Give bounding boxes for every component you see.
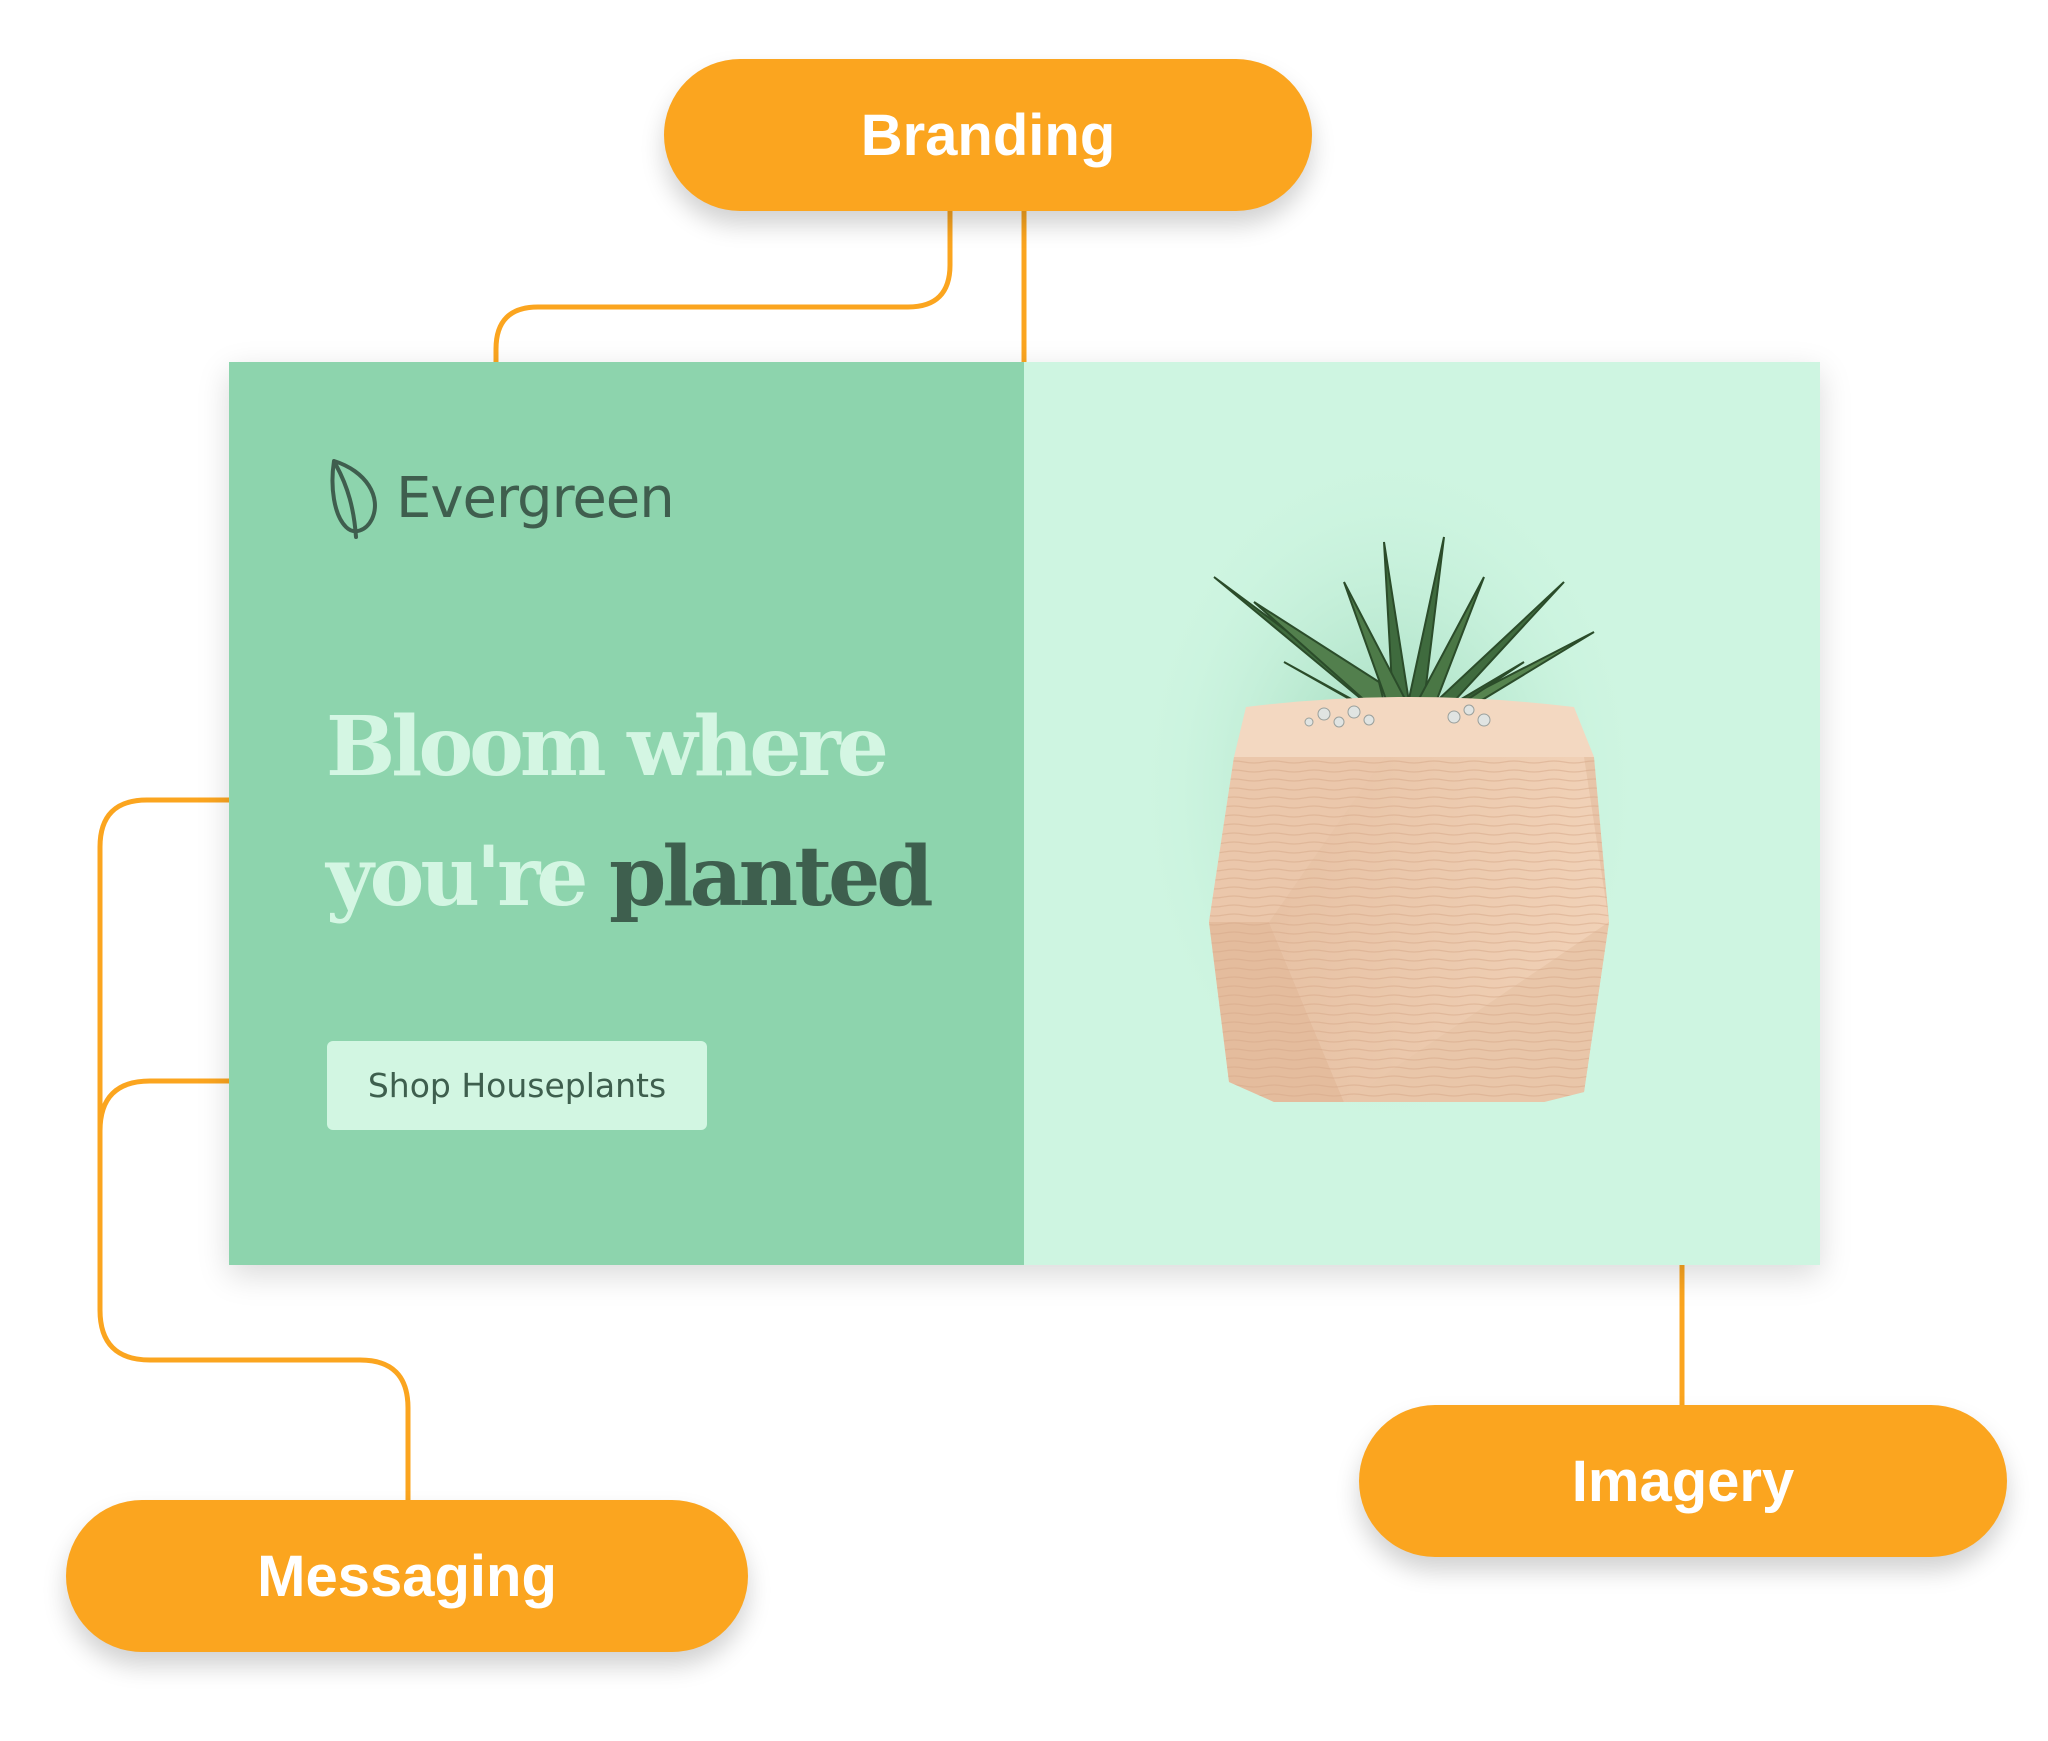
headline-accent: planted [609, 829, 934, 925]
banner-image-panel [1024, 362, 1820, 1265]
brand-name: Evergreen [396, 465, 675, 531]
leaf-icon [330, 459, 377, 539]
banner-text-panel: Evergreen Bloom where you're planted Sho… [229, 362, 1024, 1265]
headline-light: Bloom where you're [326, 699, 889, 925]
messaging-callout: Messaging [66, 1500, 748, 1652]
headline: Bloom where you're planted [326, 682, 1006, 942]
shop-houseplants-button[interactable]: Shop Houseplants [327, 1041, 707, 1130]
branding-callout: Branding [664, 59, 1312, 211]
potted-succulent-image [1129, 442, 1649, 1142]
hero-banner: Evergreen Bloom where you're planted Sho… [229, 362, 1820, 1265]
brand-logo[interactable]: Evergreen [326, 457, 675, 539]
imagery-callout: Imagery [1359, 1405, 2007, 1557]
